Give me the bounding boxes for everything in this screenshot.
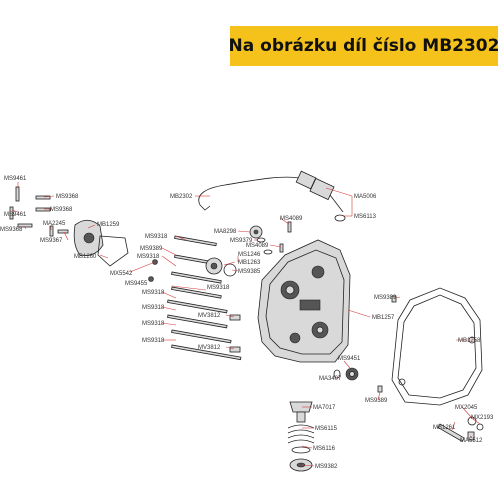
label-mx2193: MX2193 [471, 415, 494, 421]
part-number-banner: Na obrázku díl číslo MB2302 [228, 26, 500, 66]
label-mb1259: MB1259 [97, 222, 120, 228]
label-ms9318-g: MS9318 [142, 338, 165, 344]
label-ms9368-c: MS9368 [0, 227, 23, 233]
label-ms6116: MS6116 [313, 446, 336, 452]
label-ma3407: MA3407 [319, 376, 342, 382]
label-ms9385: MS9385 [238, 269, 261, 275]
label-ma5006: MA5006 [354, 194, 377, 200]
label-ms4089-a: MS4089 [280, 216, 303, 222]
label-ms9461-mid: MS9461 [4, 212, 27, 218]
oil-filter-stack [287, 401, 315, 472]
label-mb1258: MB1258 [458, 338, 481, 344]
label-ms9368-b: MS9368 [50, 207, 73, 213]
label-mb1257: MB1257 [372, 315, 395, 321]
label-ms9382: MS9382 [315, 464, 338, 470]
label-ma5512: MA5512 [460, 438, 483, 444]
label-ms9389-c: MS9389 [365, 398, 388, 404]
label-ms9318-f: MS9318 [142, 321, 165, 327]
label-ms9367: MS9367 [40, 238, 63, 244]
crankcase-cover-mb1257 [257, 239, 351, 363]
label-ms9389-a: MS9389 [140, 246, 163, 252]
callout-labels: MS9461 MS9368 MS9461 MS9368 MS9368 MA224… [0, 176, 494, 470]
shaft-group [437, 416, 484, 443]
label-ms9368-a: MS9368 [56, 194, 79, 200]
label-ms9318-c: MS9318 [207, 285, 230, 291]
label-ms9389-b: MS9389 [374, 295, 397, 301]
water-pump-group [9, 186, 129, 267]
cable-and-sensor-group [198, 170, 346, 222]
label-ms9455: MS9455 [125, 281, 148, 287]
label-ma8298: MA8298 [214, 229, 237, 235]
label-ms9318-a: MS9318 [145, 234, 168, 240]
label-mb1260: MB1260 [74, 254, 97, 260]
label-mb1261: MB1261 [433, 425, 456, 431]
label-ma7017: MA7017 [313, 405, 336, 411]
label-mv3812-a: MV3812 [198, 313, 221, 319]
label-ms9451: MS9451 [338, 356, 361, 362]
label-ms9461-top: MS9461 [4, 176, 27, 182]
label-ms9379: MS9379 [230, 238, 253, 244]
label-mx2045: MX2045 [455, 405, 478, 411]
label-ms9318-e: MS9318 [142, 305, 165, 311]
label-ms9318-d: MS9318 [142, 290, 165, 296]
label-mx5542: MX5542 [110, 271, 133, 277]
oil-seal-group [205, 221, 292, 277]
leader-lines [11, 182, 481, 467]
label-ms9318-b: MS9318 [137, 254, 160, 260]
label-mv3812-b: MV3812 [198, 345, 221, 351]
label-ms6115: MS6115 [315, 426, 338, 432]
banner-text: Na obrázku díl číslo MB2302 [228, 36, 500, 56]
label-ma2245: MA2245 [43, 221, 66, 227]
bottom-small-parts [333, 295, 397, 393]
label-mb2302: MB2302 [170, 194, 193, 200]
label-ms6113: MS6113 [354, 214, 377, 220]
label-mb1263: MB1263 [238, 260, 261, 266]
label-ms4089-b: MS4089 [246, 243, 269, 249]
bolts-column [148, 235, 242, 361]
label-ms1246: MS1246 [238, 252, 261, 258]
gasket-mb1258 [391, 287, 483, 406]
